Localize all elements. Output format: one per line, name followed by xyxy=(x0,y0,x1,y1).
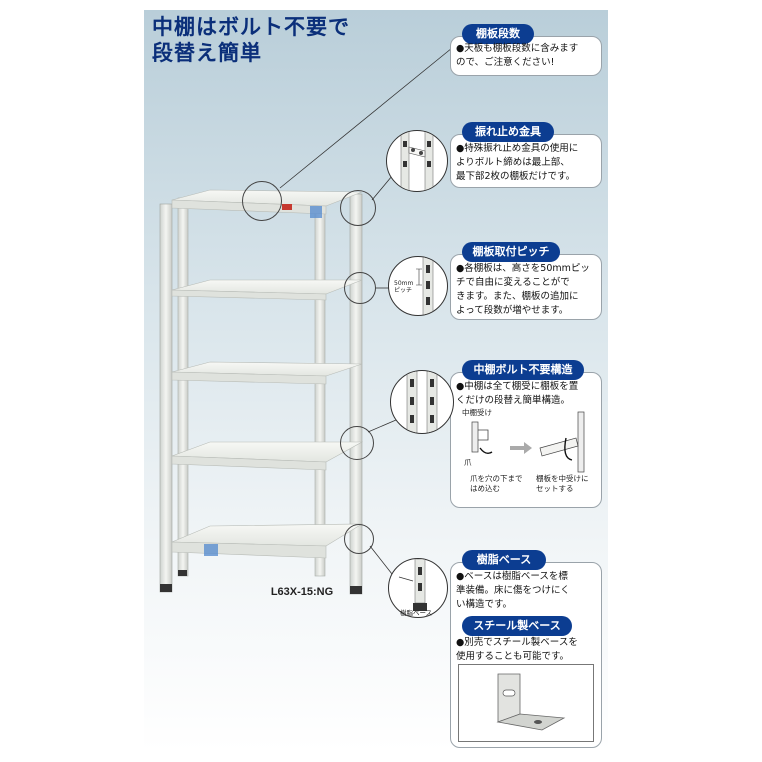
callout-circle-shelf-receiver xyxy=(340,426,374,460)
text-line: くだけの段替え簡単構造。 xyxy=(456,395,571,406)
section-text-steel-base: ●別売でスチール製ベースを 使用することも可能です。 xyxy=(456,636,578,664)
text-line: きます。また、棚板の追加に xyxy=(456,291,579,302)
steel-shelf-illustration xyxy=(159,189,364,595)
inset-brace-detail xyxy=(386,130,448,192)
text-line: 最下部2枚の棚板だけです。 xyxy=(456,171,576,182)
callout-circle-brace xyxy=(340,190,376,226)
inset-receiver-detail xyxy=(390,370,454,434)
section-title-resin-base: 樹脂ベース xyxy=(462,550,546,570)
callout-circle-base xyxy=(344,524,374,554)
steel-base-bracket-image xyxy=(496,673,566,731)
diagram-caption-right: 棚板を中受けに セットする xyxy=(536,474,589,494)
arrow-icon xyxy=(510,442,532,454)
section-text-pitch: ●各棚板は、高さを50mmピッ チで自由に変えることがで きます。また、棚板の追… xyxy=(456,262,590,318)
section-text-brace: ●特殊振れ止め金具の使用に よりボルト締めは最上部、 最下部2枚の棚板だけです。 xyxy=(456,142,578,184)
text-line: よって段数が増やせます。 xyxy=(456,305,569,316)
headline: 中棚はボルト不要で 段替え簡単 xyxy=(152,14,392,66)
shelf-2 xyxy=(171,279,363,301)
section-title-pitch: 棚板取付ピッチ xyxy=(462,242,560,262)
shelf-3 xyxy=(171,361,363,385)
headline-line-2: 段替え簡単 xyxy=(152,41,262,65)
caption-line: はめ込む xyxy=(470,484,500,493)
text-line: ●天板も棚板段数に含みます xyxy=(456,43,579,54)
diagram-caption-left: 爪を穴の下まで はめ込む xyxy=(470,474,523,494)
text-line: 使用することも可能です。 xyxy=(456,651,570,662)
text-line: チで自由に変えることがで xyxy=(456,277,570,288)
callout-circle-pitch xyxy=(344,272,376,304)
foot-back xyxy=(178,570,187,576)
section-title-boltless: 中棚ボルト不要構造 xyxy=(462,360,584,380)
callout-circle-top-shelf xyxy=(242,181,282,221)
inset-resin-base-detail xyxy=(388,558,448,618)
text-line: ●特殊振れ止め金具の使用に xyxy=(456,143,579,154)
caption-line: 棚板を中受けに xyxy=(536,474,589,483)
text-line: よりボルト締めは最上部、 xyxy=(456,157,570,168)
text-line: ●ベースは樹脂ベースを標 xyxy=(456,571,568,582)
foot-right xyxy=(350,586,362,594)
text-line: ●各棚板は、高さを50mmピッ xyxy=(456,263,590,274)
text-line: 準装備。床に傷をつけにく xyxy=(456,585,570,596)
steel-base-image-frame xyxy=(458,664,594,742)
section-title-steel-base: スチール製ベース xyxy=(462,616,572,636)
text-line: ●中棚は全て棚受に棚板を置 xyxy=(456,381,579,392)
headline-line-1: 中棚はボルト不要で xyxy=(152,15,350,39)
text-line: ●別売でスチール製ベースを xyxy=(456,637,578,648)
section-title-shelf-count: 棚板段数 xyxy=(462,24,534,44)
section-text-resin-base: ●ベースは樹脂ベースを標 準装備。床に傷をつけにく い構造です。 xyxy=(456,570,570,612)
section-pitch xyxy=(450,254,602,320)
foot-left xyxy=(160,584,172,592)
shelf-bottom xyxy=(171,523,364,559)
boltless-diagram xyxy=(471,411,585,473)
text-line: ので、ご注意ください! xyxy=(456,57,555,68)
diagram-label-claw: 爪 xyxy=(464,458,472,467)
inset-pitch-detail xyxy=(388,256,448,316)
resin-base-label: 樹脂ベース xyxy=(400,609,433,617)
text-line: い構造です。 xyxy=(456,599,513,610)
section-title-brace: 振れ止め金具 xyxy=(462,122,554,142)
section-text-shelf-count: ●天板も棚板段数に含みます ので、ご注意ください! xyxy=(456,42,578,70)
pitch-label: 50mm ピッチ xyxy=(394,280,414,294)
diagram-label-receiver: 中棚受け xyxy=(462,408,492,417)
model-number-label: L63X-15:NG xyxy=(270,586,334,598)
shelf-4 xyxy=(171,441,364,471)
caption-line: セットする xyxy=(536,484,574,493)
caption-line: 爪を穴の下まで xyxy=(470,474,523,483)
section-text-boltless: ●中棚は全て棚受に棚板を置 くだけの段替え簡単構造。 xyxy=(456,380,578,408)
